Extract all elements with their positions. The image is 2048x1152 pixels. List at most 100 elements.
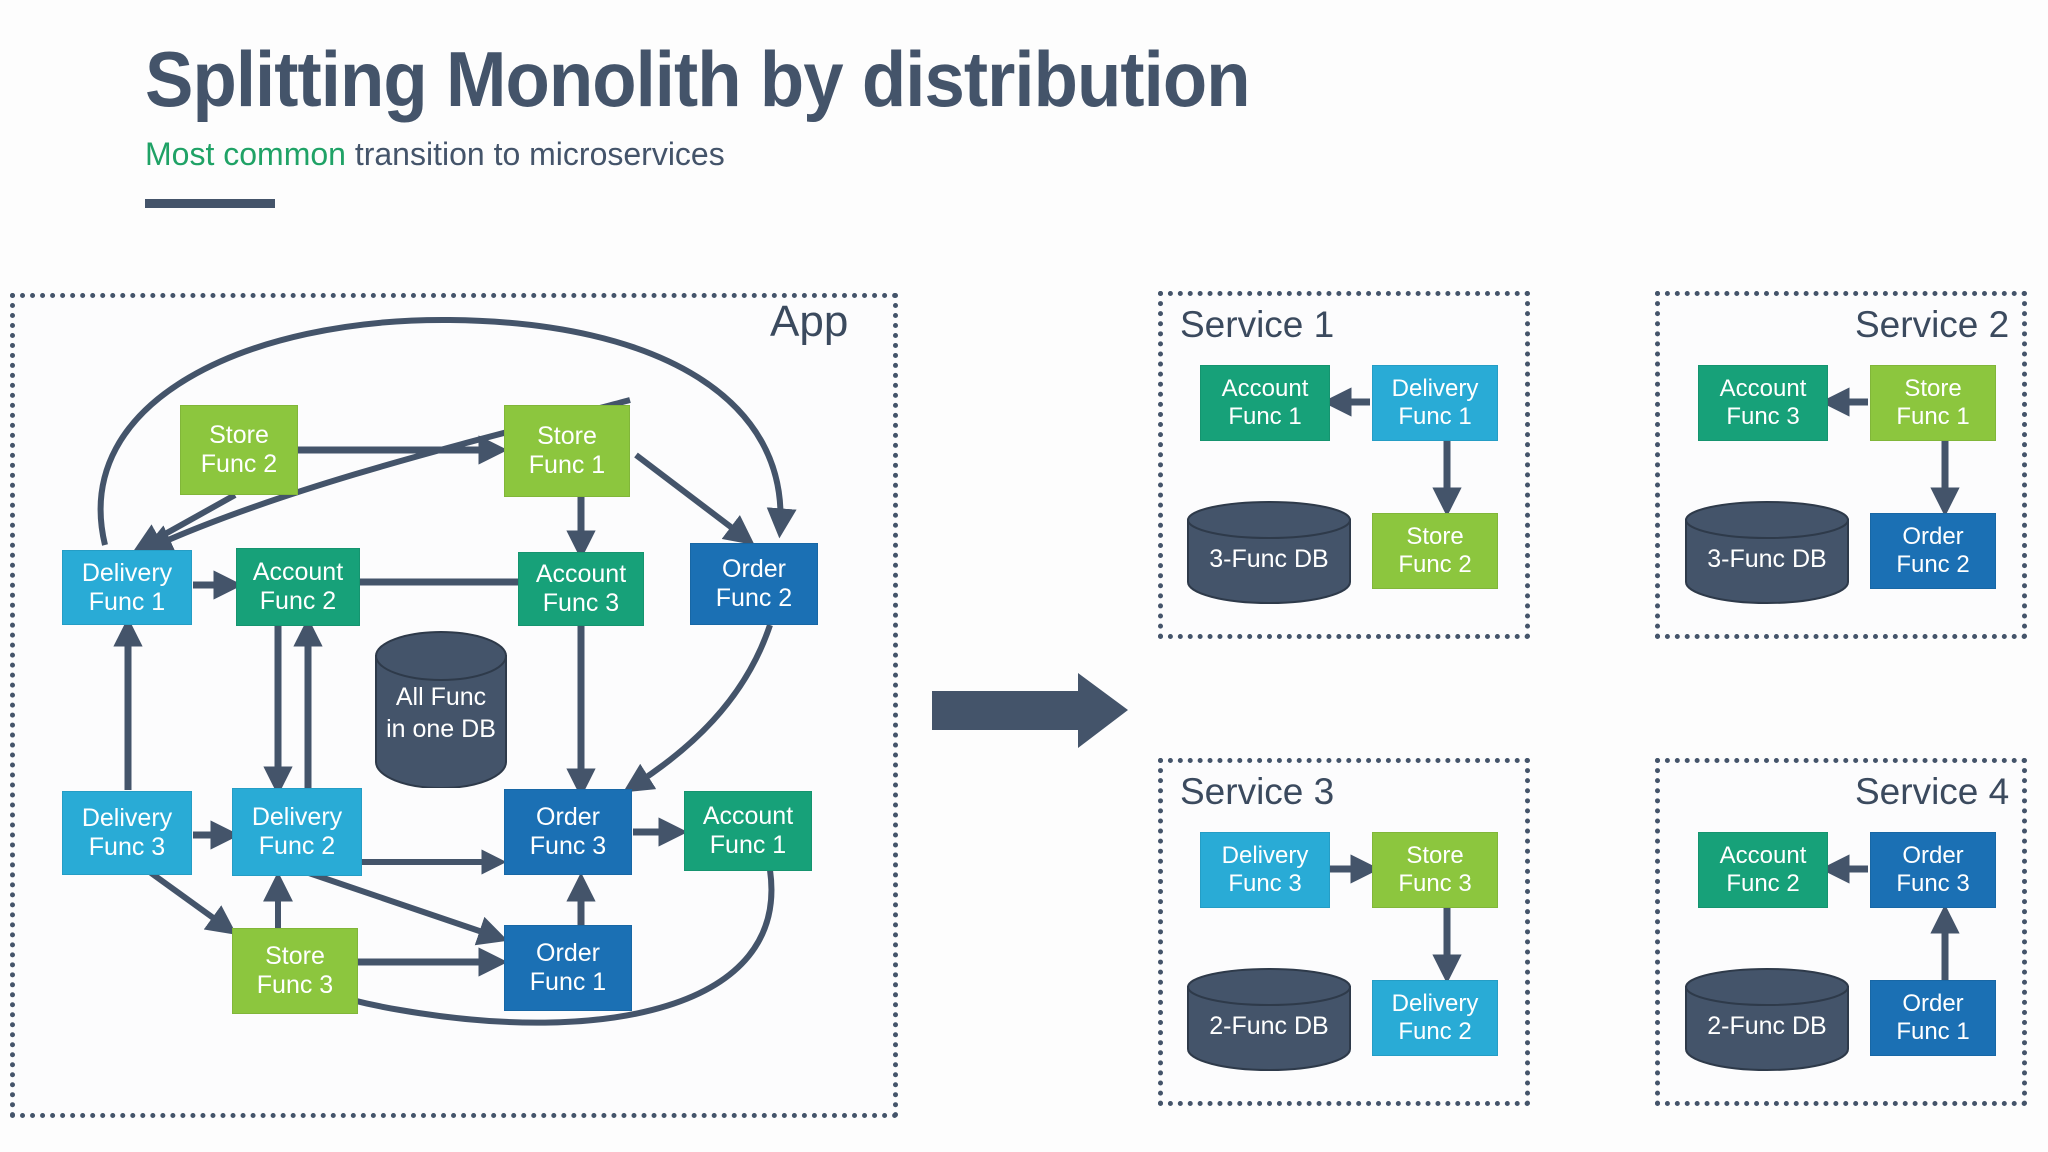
node-line1: Delivery [1391,990,1479,1018]
database-icon [1685,968,1849,1071]
node-line1: Store [265,942,325,970]
node-line1: Store [1406,842,1464,870]
node-line2: Func 2 [1398,1018,1472,1045]
title-accent-bar [145,199,275,208]
node-line2: Func 3 [1228,870,1302,897]
node-line2: Func 1 [528,451,606,479]
node-line2: Func 3 [542,589,620,617]
node-line2: Func 1 [1228,403,1302,430]
node-line1: Order [722,555,786,583]
app-database: All Func in one DB [374,630,508,789]
node-line2: Func 2 [259,587,337,615]
node-line1: Order [536,803,600,831]
service3-database: 2-Func DB [1186,967,1352,1071]
node-line2: Func 2 [200,450,278,478]
page-title: Splitting Monolith by distribution [145,35,1251,123]
node-line2: Func 1 [1896,1018,1970,1045]
node-line1: Delivery [1221,842,1309,870]
service3-database-label: 2-Func DB [1209,1012,1329,1040]
service2-database-label: 3-Func DB [1707,545,1827,573]
node-line2: Func 1 [529,968,607,996]
node-line1: Account [702,802,794,830]
node-line2: Func 2 [1896,551,1970,578]
app-database-label-line1: All Func [395,683,487,711]
service1-label: Service 1 [1180,304,1335,345]
node-line1: Order [1902,842,1964,870]
node-line2: Func 1 [1398,403,1472,430]
node-line1: Store [537,422,597,450]
app-label: App [770,297,849,346]
node-line1: Store [209,421,269,449]
node-line1: Account [535,560,627,588]
node-line2: Func 2 [1726,870,1800,897]
node-line1: Account [252,558,344,586]
node-line1: Account [1719,375,1807,403]
node-line1: Order [1902,990,1964,1018]
node-line2: Func 3 [256,971,334,999]
node-line2: Func 3 [1896,870,1970,897]
node-line1: Delivery [251,803,343,831]
service4-label: Service 4 [1855,771,2010,812]
node-line2: Func 2 [715,584,793,612]
node-line2: Func 3 [1398,870,1472,897]
node-line1: Store [1406,523,1464,551]
node-line1: Order [1902,523,1964,551]
transition-arrow-shape [932,673,1128,748]
slide-header: Splitting Monolith by distribution Most … [145,40,1845,173]
service1-database-label: 3-Func DB [1209,545,1329,573]
service1-database: 3-Func DB [1186,500,1352,604]
node-line2: Func 3 [1726,403,1800,430]
node-line1: Account [1719,842,1807,870]
node-line2: Func 1 [1896,403,1970,430]
service4-database-label: 2-Func DB [1707,1012,1827,1040]
node-line1: Delivery [81,804,173,832]
app-database-label-line2: in one DB [386,715,496,743]
node-line2: Func 3 [529,832,607,860]
node-line1: Store [1904,375,1962,403]
database-icon [1187,501,1351,604]
subtitle-accent-text: Most common [145,136,346,172]
database-icon [375,631,507,789]
node-line2: Func 1 [709,831,787,859]
page-subtitle: Most common transition to microservices [145,136,1845,173]
database-icon [1187,968,1351,1071]
node-line2: Func 2 [258,832,336,860]
node-line1: Account [1221,375,1309,403]
node-line2: Func 2 [1398,551,1472,578]
service2-database: 3-Func DB [1684,500,1850,604]
subtitle-rest-text: transition to microservices [345,136,725,172]
service2-label: Service 2 [1855,304,2010,345]
database-icon [1685,501,1849,604]
node-line1: Delivery [1391,375,1479,403]
node-line1: Order [536,939,600,967]
service3-label: Service 3 [1180,771,1335,812]
node-line2: Func 3 [88,833,166,861]
node-line1: Delivery [81,558,173,587]
service4-database: 2-Func DB [1684,967,1850,1071]
